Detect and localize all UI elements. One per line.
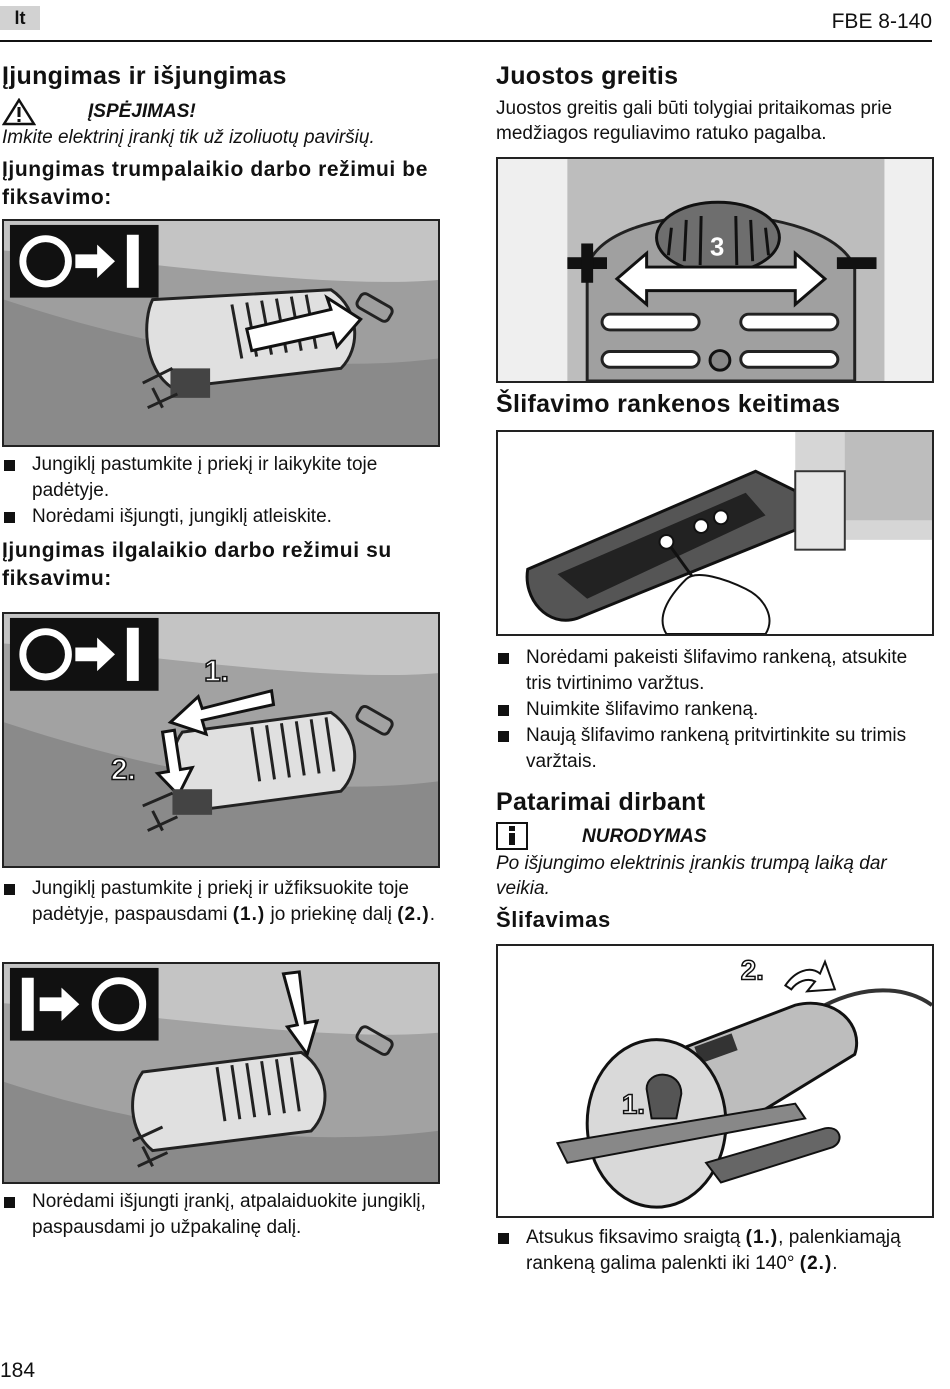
section-title-belt-speed: Juostos greitis — [496, 62, 679, 90]
page-number: 184 — [0, 1359, 36, 1382]
note-block: NURODYMAS — [496, 822, 936, 852]
list-item: Atsukus fiksavimo sraigtą (1.), palenkia… — [496, 1225, 936, 1277]
bullets-off: Norėdami išjungti įrankį, atpalaiduokite… — [2, 1189, 452, 1241]
info-icon — [496, 822, 528, 855]
warning-icon — [1, 97, 37, 131]
belt-speed-text: Juostos greitis gali būti tolygiai prita… — [496, 98, 893, 144]
figure-switch-momentary — [2, 219, 440, 447]
subtitle-momentary: Įjungimas trumpalaikio darbo režimui be … — [2, 158, 428, 209]
figure-switch-continuous: 1. 2. — [2, 612, 440, 868]
warning-label: ĮSPĖJIMAS! — [88, 101, 196, 122]
section-title-switching: Įjungimas ir išjungimas — [2, 62, 287, 90]
warning-text: Imkite elektrinį įrankį tik už izoliuotų… — [2, 127, 375, 148]
figure-speed-dial: 3 — [496, 157, 934, 383]
section-title-arm-change: Šlifavimo rankenos keitimas — [496, 390, 841, 418]
language-badge: lt — [0, 6, 40, 30]
figure-switch-off — [2, 962, 440, 1184]
note-label: NURODYMAS — [582, 826, 707, 847]
figure-step-2-label: 2. — [111, 753, 136, 786]
figure-step-2-label: 2. — [741, 955, 764, 986]
bullets-arm-change: Norėdami pakeisti šlifavimo rankeną, ats… — [496, 645, 936, 775]
list-item: Norėdami išjungti įrankį, atpalaiduokite… — [2, 1189, 452, 1241]
list-item: Nuimkite šlifavimo rankeną. — [496, 697, 936, 723]
figure-grinding: 2. 1. — [496, 944, 934, 1218]
bullets-momentary: Jungiklį pastumkite į priekį ir laikykit… — [2, 452, 452, 530]
bullets-continuous: Jungiklį pastumkite į priekį ir užfiksuo… — [2, 876, 452, 928]
subtitle-grinding: Šlifavimas — [496, 907, 611, 932]
section-title-tips: Patarimai dirbant — [496, 788, 706, 816]
bullets-grinding: Atsukus fiksavimo sraigtą (1.), palenkia… — [496, 1225, 936, 1277]
list-item: Norėdami išjungti, jungiklį atleiskite. — [2, 504, 452, 530]
list-item: Naują šlifavimo rankeną pritvirtinkite s… — [496, 723, 936, 775]
header-rule — [0, 40, 932, 42]
subtitle-continuous: Įjungimas ilgalaikio darbo režimui su fi… — [2, 539, 392, 590]
figure-step-1-label: 1. — [622, 1089, 645, 1120]
dial-value: 3 — [710, 233, 724, 261]
list-item: Jungiklį pastumkite į priekį ir užfiksuo… — [2, 876, 452, 928]
list-item: Jungiklį pastumkite į priekį ir laikykit… — [2, 452, 452, 504]
model-name: FBE 8-140 — [831, 10, 932, 33]
note-text: Po išjungimo elektrinis įrankis trumpą l… — [496, 853, 887, 899]
figure-step-1-label: 1. — [204, 655, 229, 688]
figure-arm-change — [496, 430, 934, 636]
list-item: Norėdami pakeisti šlifavimo rankeną, ats… — [496, 645, 936, 697]
